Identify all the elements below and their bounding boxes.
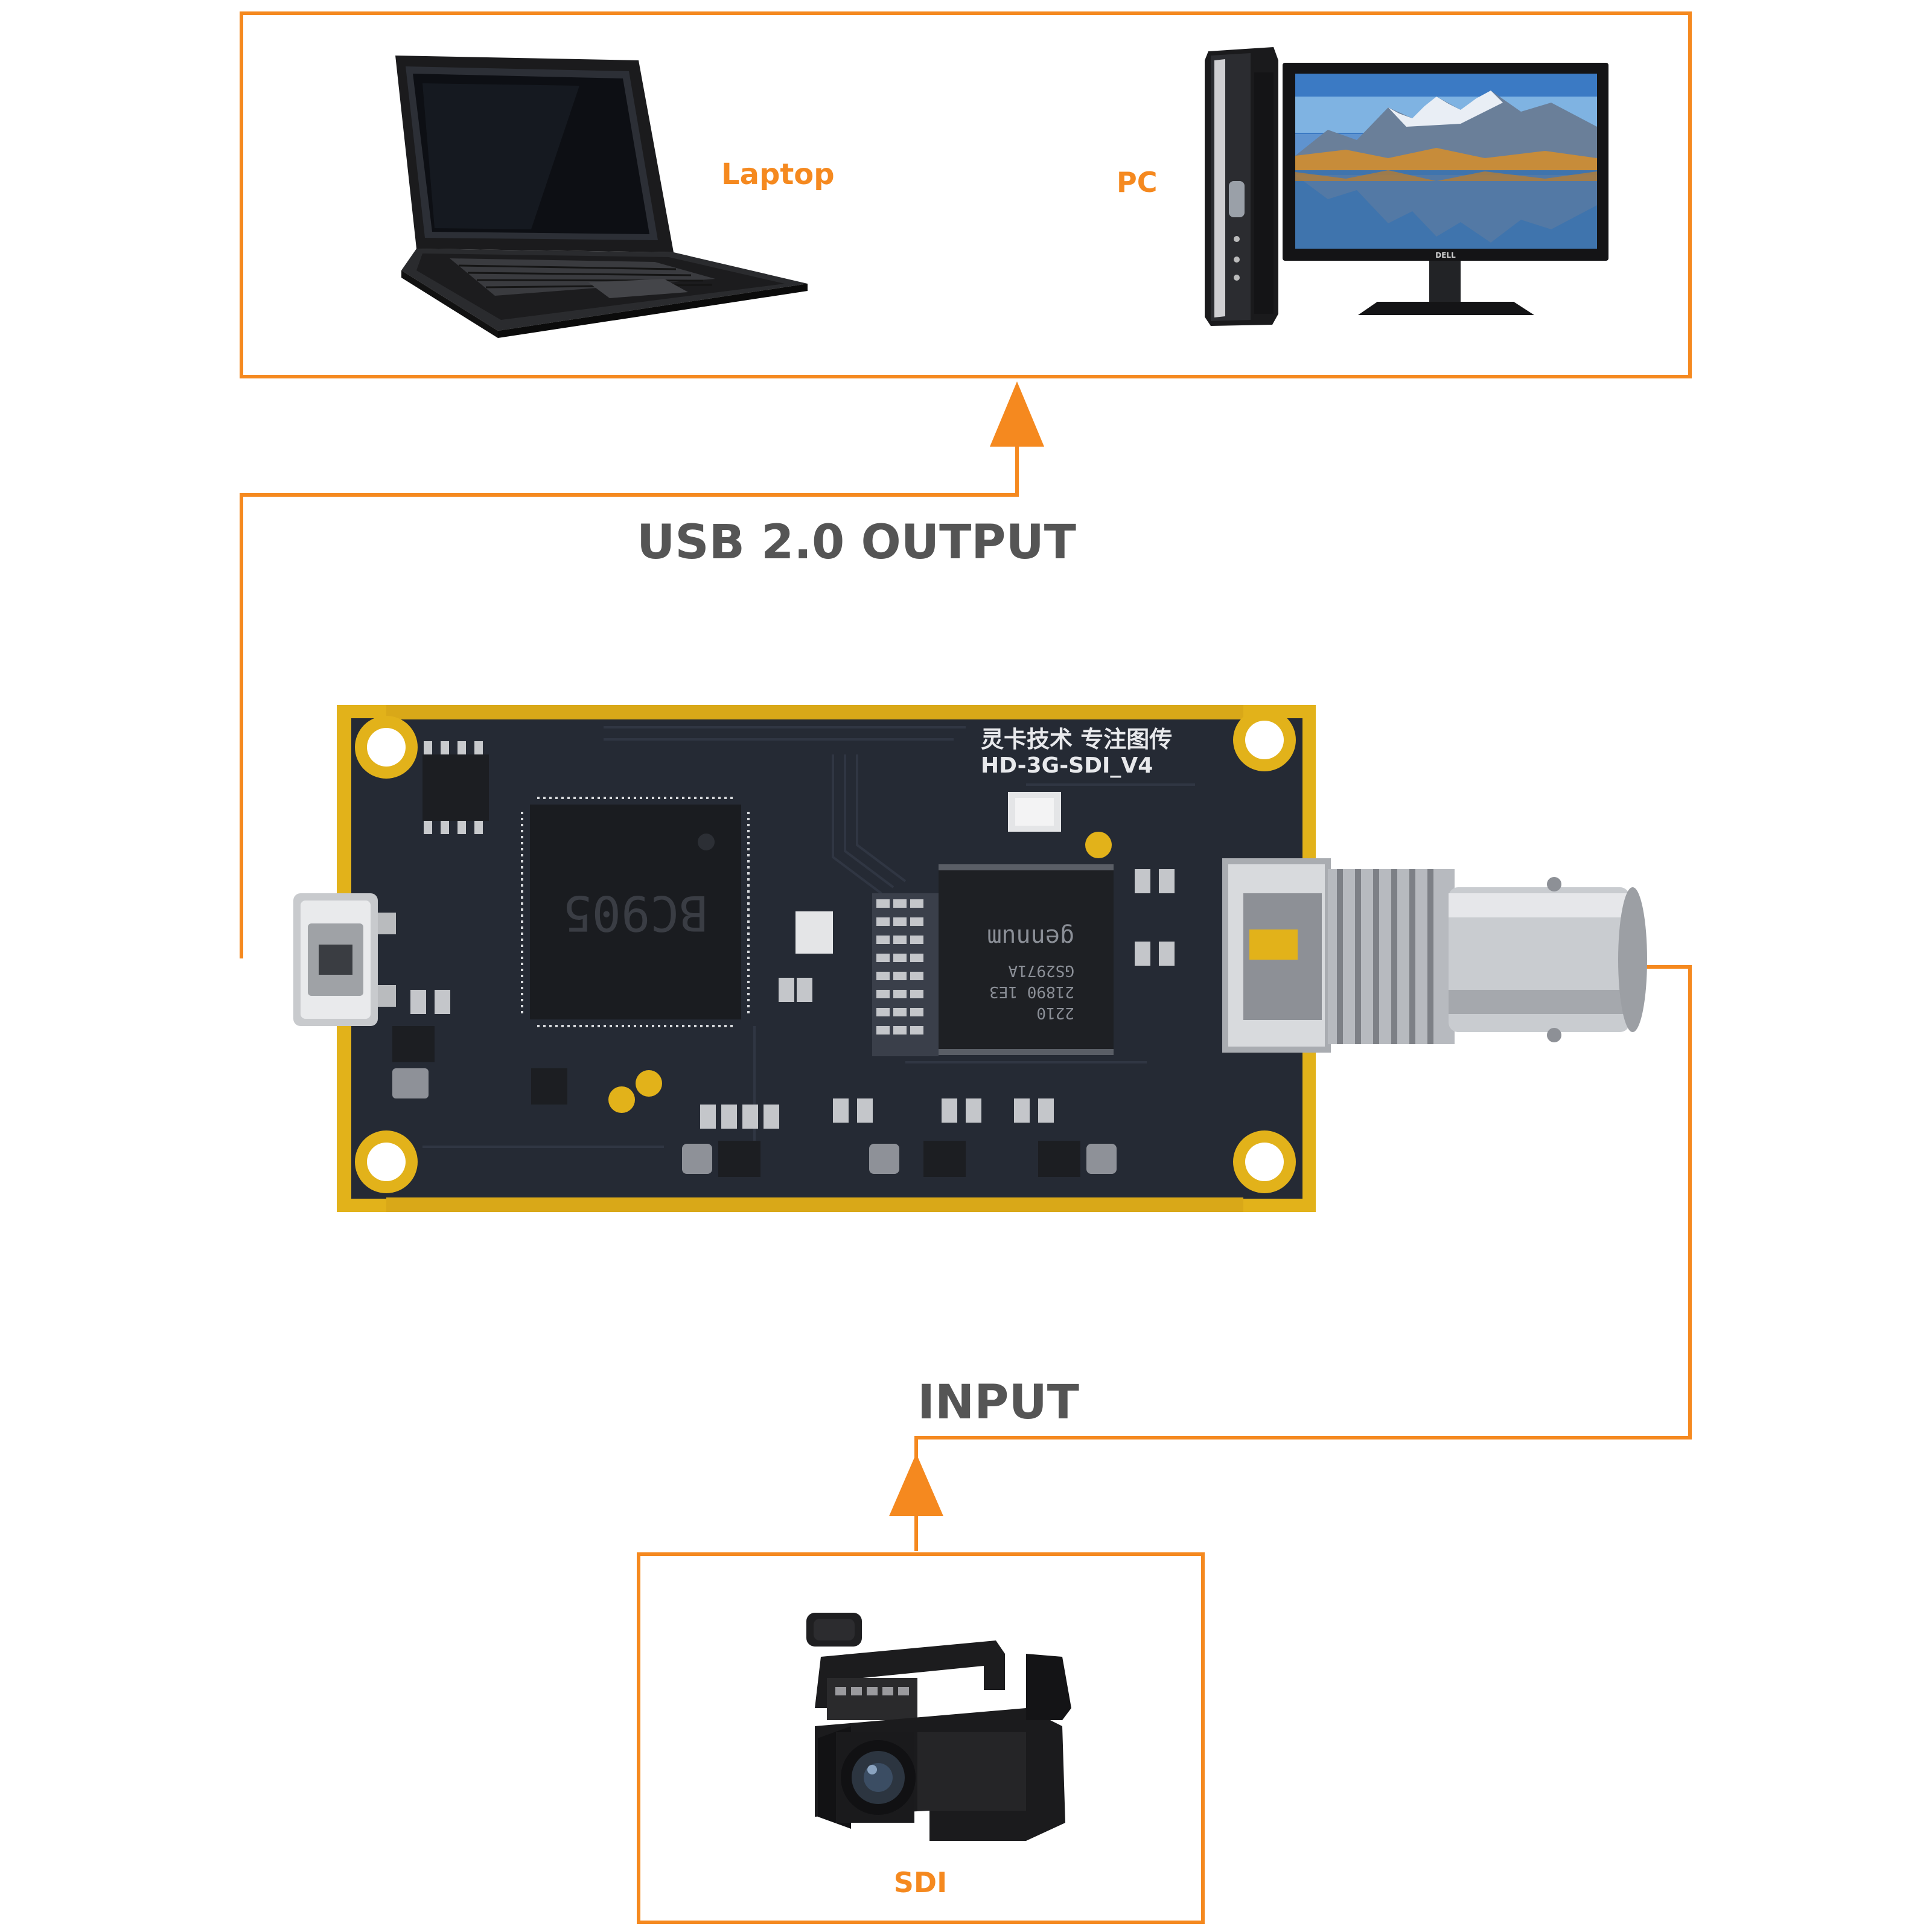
mounting-hole — [1233, 709, 1296, 771]
monitor-icon: DELL — [1283, 63, 1608, 315]
pc-label: PC — [1117, 166, 1157, 199]
usb-connection-line — [240, 444, 1019, 958]
computer-devices-box — [240, 11, 1692, 378]
sdi-chip-date: 2210 — [1036, 1004, 1074, 1022]
input-arrow-up-icon — [889, 1453, 943, 1516]
mounting-hole — [355, 716, 418, 779]
sdi-chip-brand: gennum — [987, 923, 1075, 951]
mounting-hole — [355, 1130, 418, 1193]
usb-output-heading: USB 2.0 OUTPUT — [637, 515, 1076, 570]
input-heading: INPUT — [917, 1376, 1079, 1430]
sdi-label: SDI — [894, 1866, 947, 1899]
laptop-label: Laptop — [721, 158, 835, 191]
board-silk-line1: 灵卡技术 专注图传 — [981, 726, 1172, 753]
usb-arrow-up-icon — [990, 381, 1044, 447]
sdi-source-box — [637, 1552, 1205, 1924]
main-chip-label: BC905 — [563, 885, 709, 941]
sdi-chip-part: GS2971A — [1008, 961, 1074, 980]
sdi-chip-gennum: 2210 21890 1E3 GS2971A gennum — [939, 864, 1114, 1055]
bnc-sdi-connector-icon — [1222, 858, 1647, 1053]
pc-tower-icon — [1205, 47, 1278, 326]
mounting-hole — [1233, 1130, 1296, 1193]
camcorder-icon — [806, 1613, 1071, 1841]
micro-usb-port-icon — [293, 893, 396, 1026]
sdi-chip-code: 21890 1E3 — [989, 983, 1074, 1001]
monitor-brand: DELL — [1435, 251, 1456, 260]
laptop-icon — [395, 56, 808, 338]
board-silk-line2: HD-3G-SDI_V4 — [981, 753, 1153, 778]
main-chip-bc905: BC905 — [521, 797, 750, 1027]
capture-board: BC905 2210 21890 1E3 GS2971A gennum 灵卡技术… — [293, 705, 1316, 1212]
